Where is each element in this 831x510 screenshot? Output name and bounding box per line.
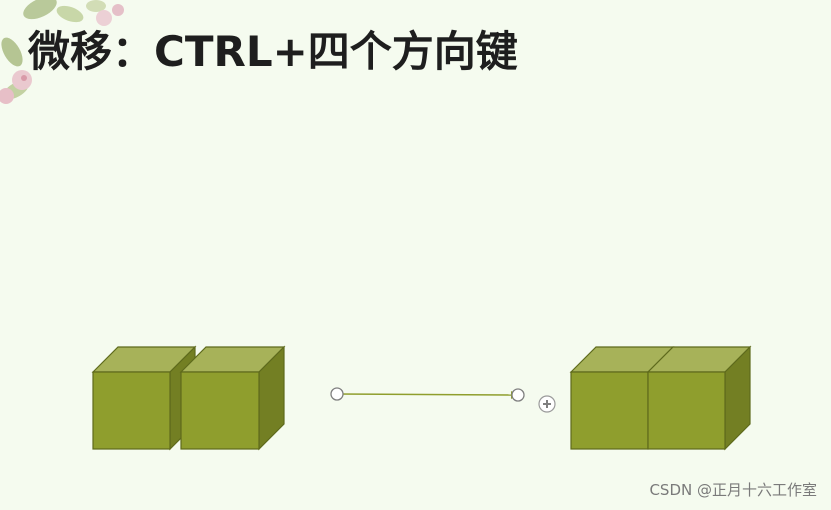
cube-left-1[interactable] bbox=[93, 347, 195, 449]
connector-line[interactable] bbox=[337, 391, 518, 399]
line-start-handle[interactable] bbox=[331, 388, 343, 400]
slide-title: 微移：CTRL+四个方向键 bbox=[28, 24, 518, 80]
plus-circle-icon[interactable] bbox=[539, 396, 555, 412]
cube-right-2[interactable] bbox=[648, 347, 750, 449]
line-end-handle[interactable] bbox=[512, 389, 524, 401]
watermark-text: CSDN @正月十六工作室 bbox=[649, 479, 817, 500]
cube-left-2[interactable] bbox=[181, 347, 284, 449]
